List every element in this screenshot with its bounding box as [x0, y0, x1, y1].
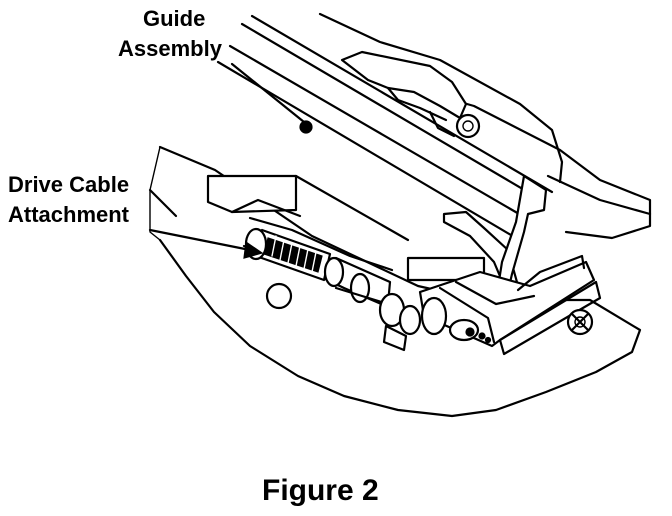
screw-icon	[566, 308, 594, 336]
guide-assembly-leader	[230, 62, 306, 124]
left-bracket	[206, 174, 410, 242]
mounting-hole	[265, 282, 293, 310]
drive-cable-rod	[242, 216, 422, 352]
drive-cable-arrowhead	[243, 240, 264, 259]
base-plate	[148, 145, 642, 418]
drive-cable-label-line1: Drive Cable	[8, 172, 129, 197]
carriage-assembly	[418, 254, 602, 356]
drive-cable-leader	[148, 228, 252, 252]
drive-cable-label-line2: Attachment	[8, 202, 130, 227]
guide-assembly-dot	[299, 120, 313, 134]
guide-assembly-label-line1: Guide	[143, 6, 205, 31]
figure-caption: Figure 2	[262, 474, 379, 507]
guide-assembly-rail	[216, 12, 652, 240]
guide-bracket	[340, 50, 481, 139]
guide-assembly-label-line2: Assembly	[118, 36, 223, 61]
